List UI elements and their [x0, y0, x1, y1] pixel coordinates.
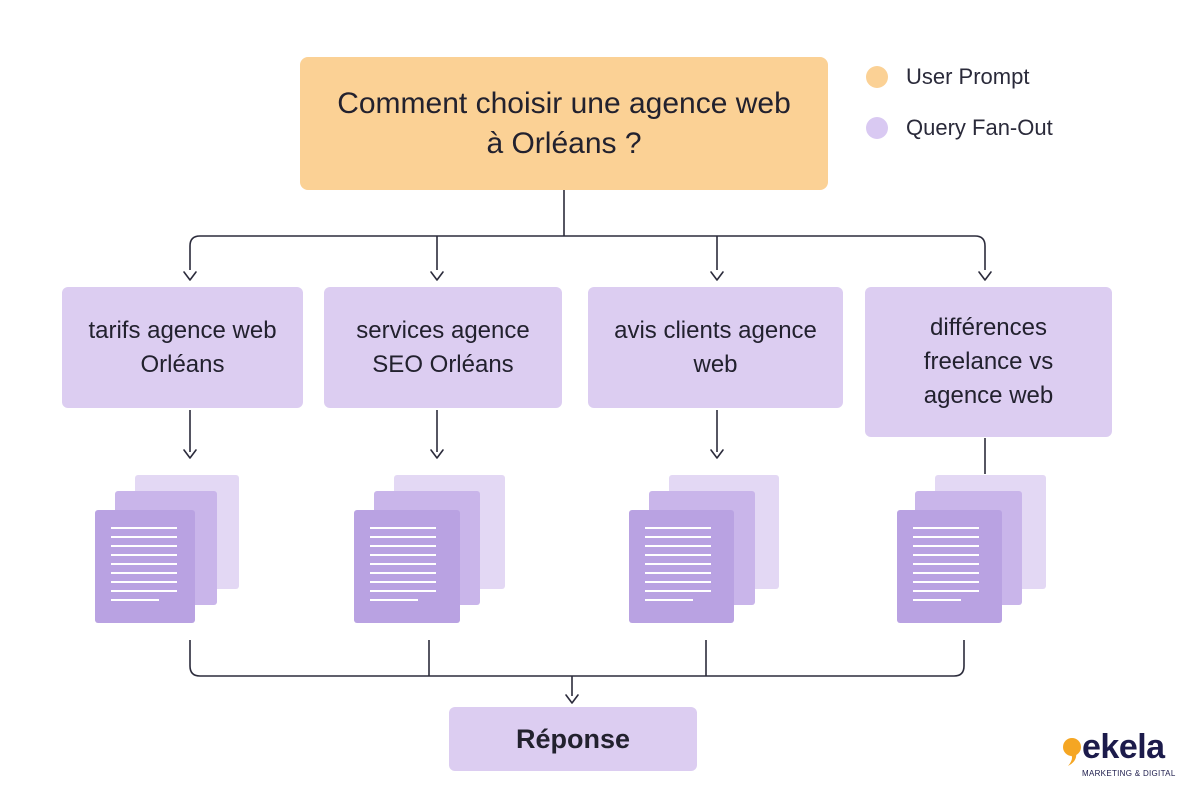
answer-label: Réponse — [515, 723, 631, 754]
document-stack-icon — [354, 475, 506, 625]
document-stack-icon — [629, 475, 780, 625]
legend-item-query-fan-out: Query Fan-Out — [866, 115, 1053, 141]
document-front — [95, 510, 195, 623]
answer-box: Réponse — [449, 707, 697, 771]
query-text: tarifs agence web Orléans — [88, 316, 277, 378]
legend-dot-orange-icon — [866, 66, 888, 88]
document-front — [897, 510, 1002, 623]
query-box-tarifs: tarifs agence web Orléans — [62, 287, 303, 408]
document-stack-icon — [897, 475, 1047, 625]
document-front — [354, 510, 460, 623]
document-stack-icon — [95, 475, 241, 625]
query-text: avis clients agence web — [614, 316, 817, 378]
query-box-differences: différences freelance vs agence web — [865, 287, 1112, 437]
legend-item-user-prompt: User Prompt — [866, 64, 1029, 90]
query-box-services: services agence SEO Orléans — [324, 287, 562, 408]
document-front — [629, 510, 734, 623]
legend-dot-purple-icon — [866, 117, 888, 139]
legend-label: User Prompt — [906, 64, 1030, 89]
query-text: services agence SEO Orléans — [356, 316, 530, 378]
user-prompt-text: Comment choisir une agence web à Orléans… — [337, 86, 791, 160]
logo-mark-icon — [1063, 738, 1081, 766]
legend-label: Query Fan-Out — [906, 115, 1053, 140]
logo-word: ekela — [1082, 728, 1165, 766]
query-box-avis: avis clients agence web — [588, 287, 843, 408]
ekela-logo: ekela MARKETING & DIGITAL — [1062, 728, 1192, 782]
query-text: différences freelance vs agence web — [923, 314, 1054, 409]
logo-tagline: MARKETING & DIGITAL — [1082, 769, 1176, 778]
user-prompt-box: Comment choisir une agence web à Orléans… — [300, 57, 828, 190]
